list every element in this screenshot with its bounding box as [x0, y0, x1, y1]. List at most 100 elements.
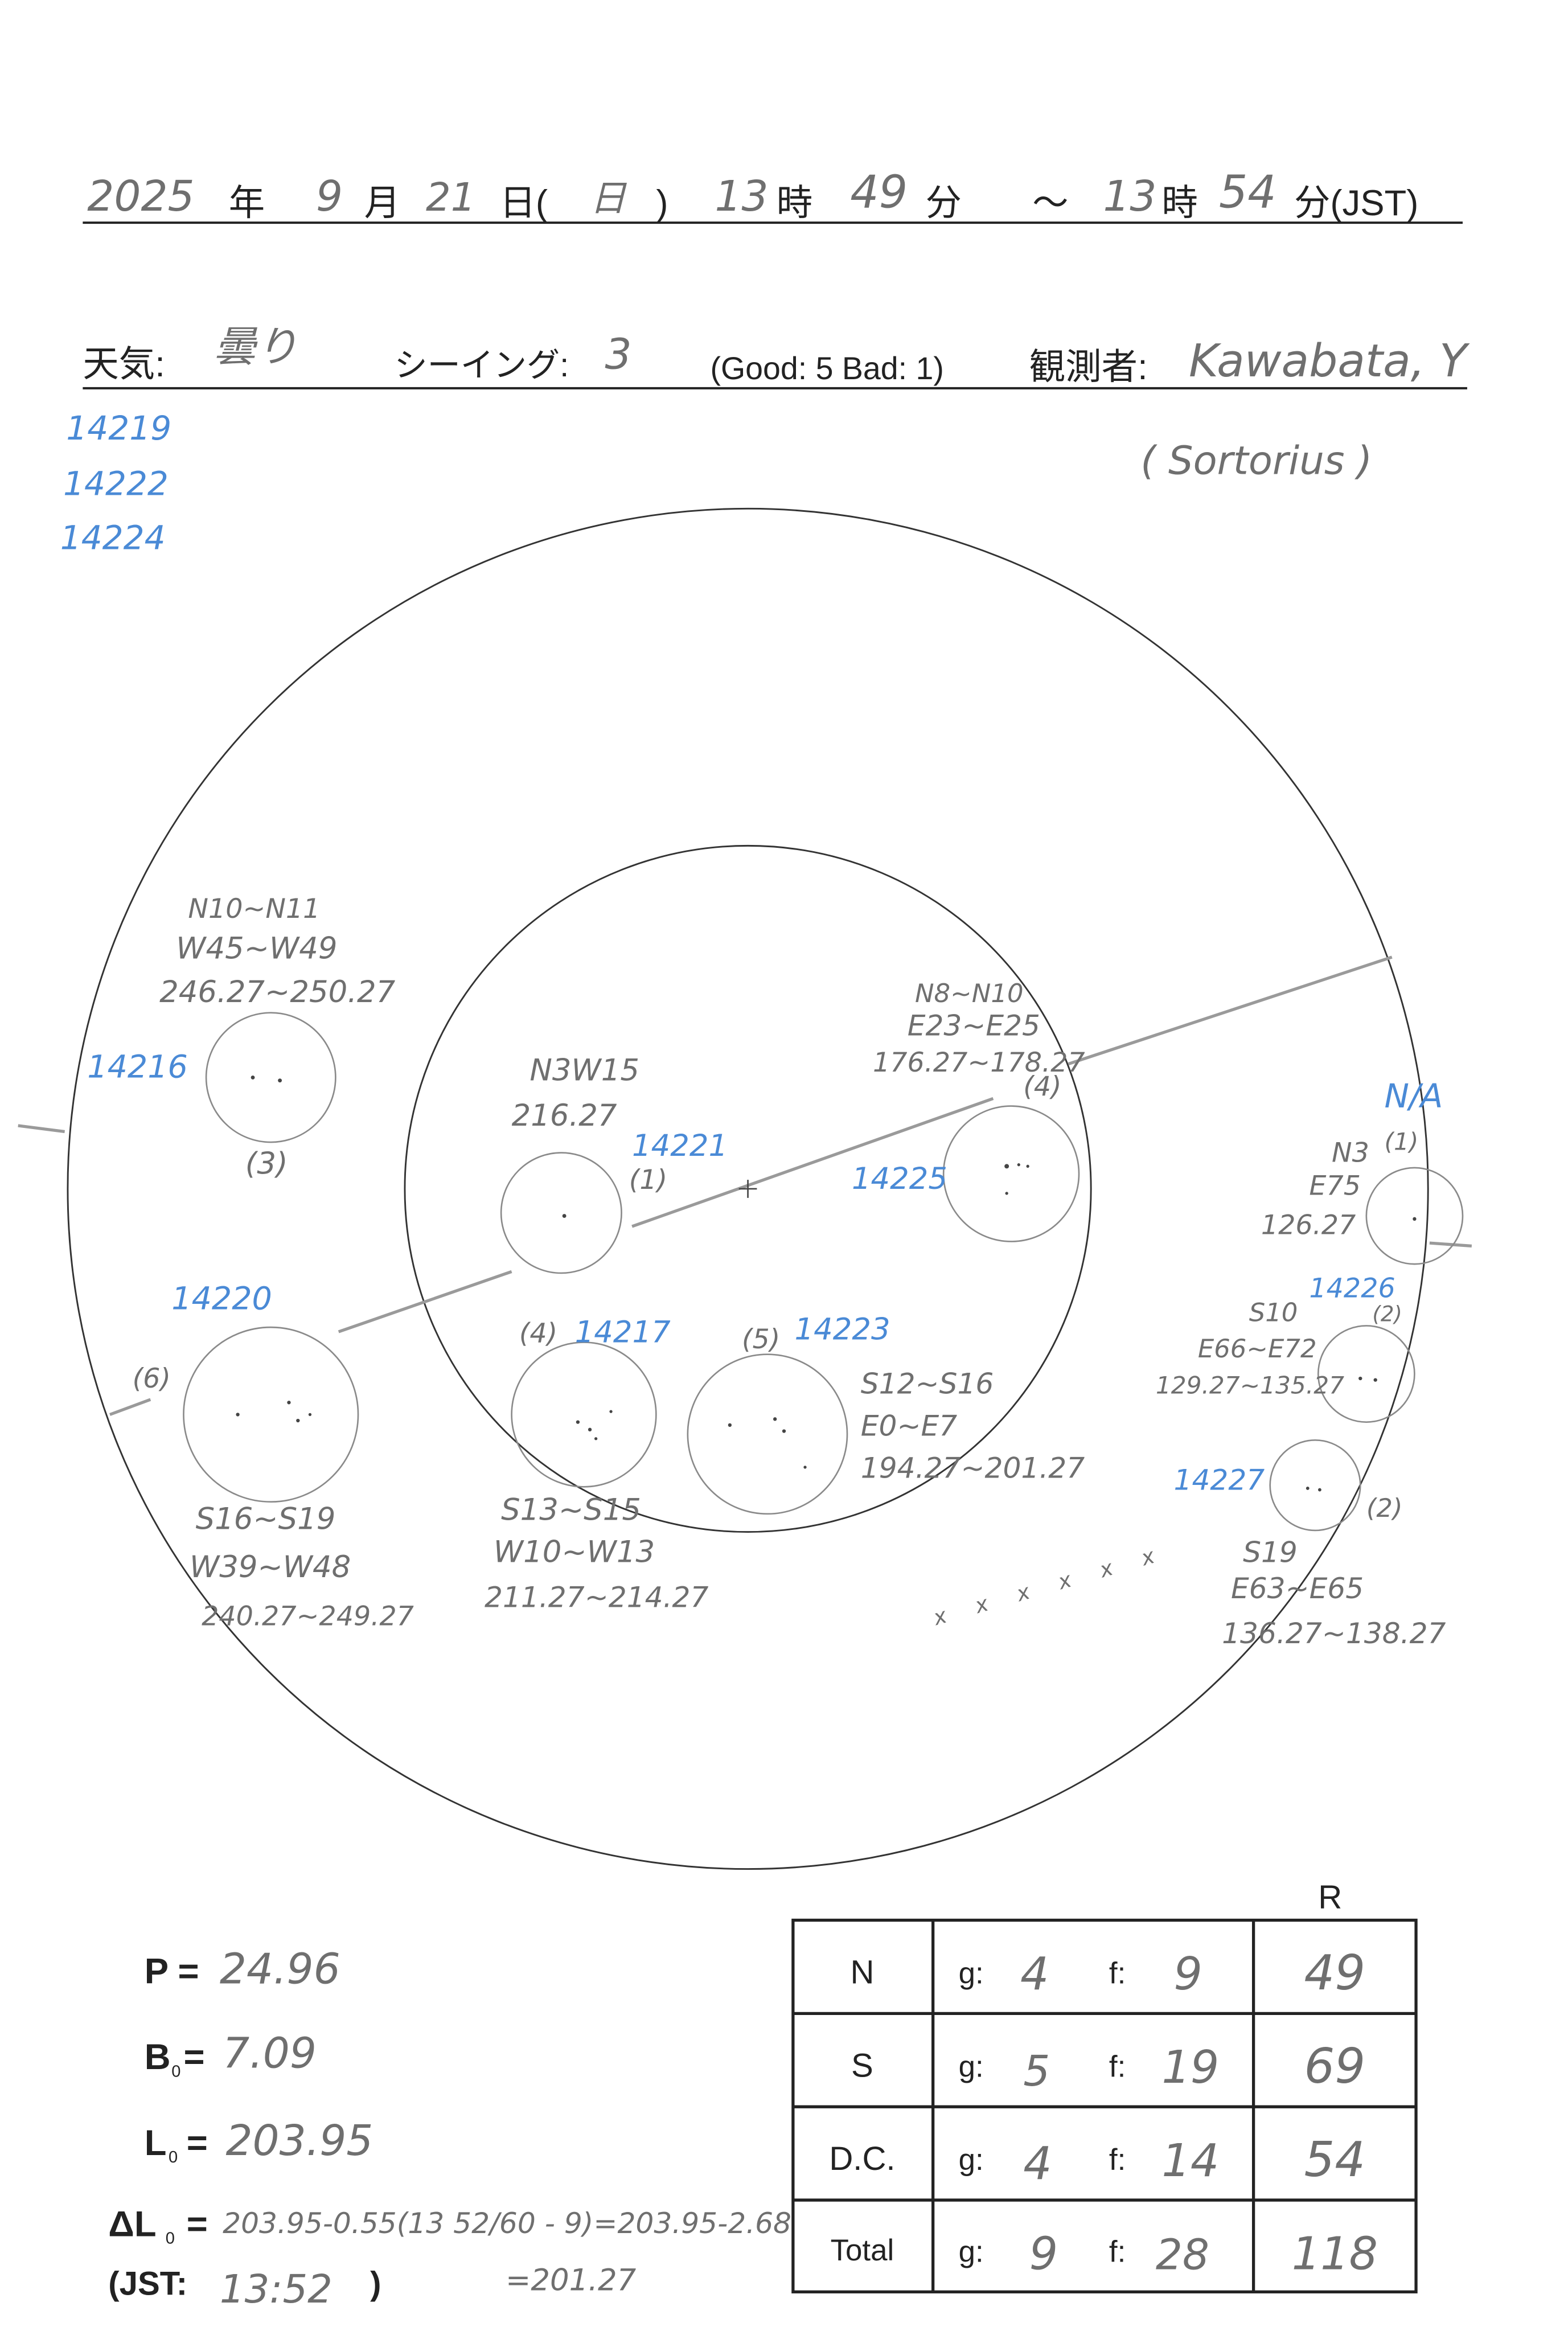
month-label: 月 — [364, 183, 400, 223]
f-value: 14 — [1161, 2134, 1219, 2187]
latitude-range: N3 — [1332, 1137, 1369, 1168]
r-value: 69 — [1304, 2038, 1366, 2094]
longitude-range: E0~E7 — [861, 1409, 957, 1442]
dl0-eq: = — [187, 2204, 208, 2244]
r-value: 54 — [1304, 2132, 1366, 2188]
r-column-header: R — [1318, 1878, 1342, 1915]
g-label: g: — [959, 2050, 984, 2083]
side-region: 14219 — [66, 409, 171, 448]
carrington-range: 246.27~250.27 — [159, 975, 395, 1009]
g-label: g: — [959, 2143, 984, 2177]
day: 21 — [426, 175, 475, 220]
group-14221-labels: N3W15 216.27 14221 (1) — [512, 1053, 728, 1196]
row-label: D.C. — [829, 2140, 895, 2177]
region-number: 14221 — [632, 1128, 728, 1163]
spot-group-circle — [687, 1353, 848, 1515]
seeing-value: 3 — [605, 330, 631, 379]
longitude-range: W39~W48 — [190, 1550, 351, 1585]
spot-count: (1) — [1385, 1127, 1419, 1155]
g-value: 4 — [1023, 2137, 1052, 2190]
f-label: f: — [1109, 2050, 1126, 2083]
latitude-range: N8~N10 — [915, 978, 1024, 1008]
ew-axis-stub-left — [18, 1124, 65, 1134]
r-value: 118 — [1292, 2227, 1378, 2280]
spot-count: (6) — [133, 1363, 171, 1394]
table-row-n: N g: 4 f: 9 49 — [850, 1945, 1365, 2001]
rotation-axis-segment — [631, 1097, 994, 1228]
region-number: 14220 — [171, 1280, 272, 1317]
p-value: 24.96 — [220, 1944, 340, 1993]
dl0-label: ΔL — [108, 2204, 156, 2244]
day-label: 日( — [499, 183, 548, 223]
spot-group-circle — [942, 1105, 1080, 1242]
longitude-range: E63~E65 — [1231, 1571, 1364, 1605]
dl0-result: =201.27 — [506, 2263, 637, 2298]
longitude-range: E23~E25 — [908, 1008, 1040, 1042]
p-label: P = — [145, 1951, 199, 1991]
g-label: g: — [959, 1956, 984, 1990]
inner-circle — [404, 844, 1092, 1533]
g-value: 4 — [1020, 1947, 1049, 2000]
region-number: 14223 — [795, 1312, 890, 1347]
end-hour: 13 — [1103, 172, 1156, 221]
spot-group-circle — [183, 1326, 359, 1503]
weather-label: 天気: — [83, 344, 165, 384]
spot-count: (3) — [245, 1147, 288, 1181]
region-number: 14217 — [575, 1315, 671, 1350]
row-label: N — [850, 1954, 874, 1991]
carrington-range: 176.27~178.27 — [873, 1047, 1085, 1078]
spot-group-circle — [1365, 1167, 1464, 1265]
spot-group-circle — [500, 1152, 622, 1274]
spot-count: (2) — [1372, 1302, 1402, 1327]
instrument: ( Sortorius ) — [1140, 438, 1372, 484]
carrington-range: 136.27~138.27 — [1222, 1616, 1446, 1650]
g-value: 5 — [1023, 2047, 1050, 2096]
spot-group-circle — [1269, 1439, 1361, 1532]
b0-eq: = — [183, 2037, 204, 2077]
group-14225-labels: N8~N10 E23~E25 176.27~178.27 (4) 14225 — [852, 978, 1085, 1196]
table-row-dc: D.C. g: 4 f: 14 54 — [829, 2132, 1365, 2190]
f-value: 28 — [1156, 2231, 1209, 2280]
f-label: f: — [1109, 2235, 1126, 2268]
side-region-list: 14219 14222 14224 — [60, 409, 171, 557]
year-label: 年 — [229, 183, 265, 223]
latitude-range: S19 — [1243, 1535, 1298, 1569]
group-14226-labels: 14226 (2) S10 E66~E72 129.27~135.27 — [1156, 1273, 1402, 1399]
year: 2025 — [87, 172, 194, 221]
region-number: 14225 — [852, 1162, 947, 1196]
crosses-track: x x x x x x — [930, 1540, 1169, 1630]
spot-group-circle — [511, 1341, 657, 1488]
longitude-range: E66~E72 — [1198, 1333, 1317, 1364]
dl0-subscript: 0 — [166, 2230, 175, 2248]
weather-value: 曇り — [214, 322, 298, 371]
group-14227-labels: 14227 (2) S19 E63~E65 136.27~138.27 — [1174, 1463, 1446, 1651]
row-label: Total — [831, 2234, 894, 2267]
latitude-range: S13~S15 — [501, 1492, 641, 1527]
end-minute-label: 分(JST) — [1294, 183, 1418, 223]
carrington-range: 194.27~201.27 — [861, 1451, 1085, 1484]
l0-value: 203.95 — [225, 2116, 373, 2165]
latitude-range: N3W15 — [529, 1053, 639, 1088]
region-number: 14227 — [1174, 1463, 1265, 1497]
carrington-range: 216.27 — [512, 1098, 617, 1133]
latitude-range: S10 — [1249, 1298, 1298, 1328]
region-number: 14226 — [1309, 1273, 1395, 1304]
start-minute: 49 — [850, 166, 908, 219]
row-label: S — [851, 2047, 873, 2084]
seeing-label: シーイング: — [394, 347, 569, 384]
rotation-axis-segment — [338, 1270, 512, 1333]
latitude-range: S12~S16 — [861, 1366, 994, 1400]
start-minute-label: 分 — [925, 183, 961, 223]
longitude-range: W10~W13 — [494, 1534, 655, 1569]
observer-label: 観測者: — [1029, 347, 1148, 387]
spot-count: (5) — [742, 1324, 780, 1355]
month: 9 — [316, 172, 343, 221]
r-value: 49 — [1304, 1945, 1366, 2001]
ew-axis-stub-right — [1429, 1241, 1472, 1248]
end-minute: 54 — [1219, 166, 1276, 219]
carrington-range: 211.27~214.27 — [485, 1581, 708, 1614]
longitude-range: E75 — [1309, 1171, 1361, 1202]
group-14216-labels: 14216 N10~N11 W45~W49 246.27~250.27 (3) — [87, 893, 395, 1181]
